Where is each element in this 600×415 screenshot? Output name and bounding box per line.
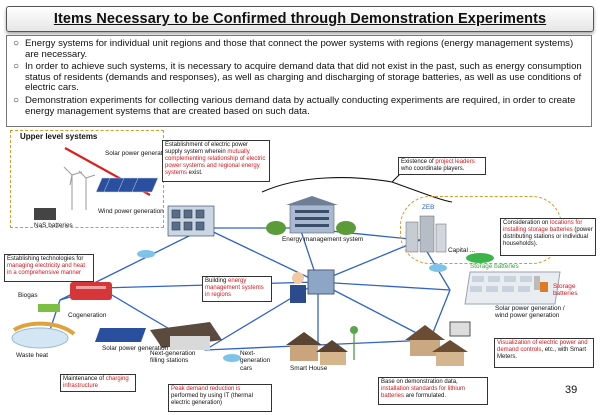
upper-level-title: Upper level systems bbox=[20, 132, 98, 141]
biogas-label: Biogas bbox=[18, 292, 38, 299]
operator-icon bbox=[290, 269, 335, 303]
page-title: Items Necessary to be Confirmed through … bbox=[53, 11, 547, 27]
storage-battery-icon bbox=[540, 282, 548, 292]
cogeneration-label: Cogeneration bbox=[68, 312, 107, 319]
waste-heat-label: Waste heat bbox=[16, 352, 49, 359]
callout-technologies: Establishing technologies for managing e… bbox=[4, 254, 94, 282]
battery-icon bbox=[34, 208, 56, 220]
intro-box: ○ Energy systems for individual unit reg… bbox=[6, 35, 592, 127]
title-bar: Items Necessary to be Confirmed through … bbox=[6, 6, 594, 32]
intro-bullet: ○ Demonstration experiments for collecti… bbox=[13, 94, 585, 117]
substation-icon bbox=[167, 205, 215, 237]
intro-bullet: ○ In order to achieve such systems, it i… bbox=[13, 61, 585, 94]
cogeneration-icon bbox=[38, 282, 112, 312]
callout-project-leaders: Existence of project leaders who coordin… bbox=[398, 157, 486, 175]
callout-building: Building energy management systems in re… bbox=[202, 276, 272, 302]
bullet-circle-icon: ○ bbox=[13, 61, 20, 73]
bullet-circle-icon: ○ bbox=[13, 94, 20, 106]
solar-panel-icon bbox=[95, 328, 146, 342]
wind-turbine-icon bbox=[63, 166, 96, 210]
smart-meter-icon bbox=[449, 321, 471, 337]
cars-label: Next-generation cars bbox=[240, 350, 271, 372]
solar-field-icon bbox=[464, 271, 561, 305]
callout-peak: Peak demand reduction is performed by us… bbox=[168, 384, 272, 412]
wind-label: Wind power generation bbox=[98, 208, 164, 215]
office-building-icon bbox=[266, 196, 356, 235]
smart-house-icon bbox=[286, 326, 358, 365]
solar-panel-icon bbox=[95, 177, 159, 193]
bullet-circle-icon: ○ bbox=[13, 38, 20, 49]
callout-maintenance: Maintenance of charging infrastructure bbox=[60, 374, 136, 392]
capital-label: Capital ... bbox=[448, 247, 475, 254]
solar-bottom-label: Solar power generation bbox=[102, 345, 169, 352]
solar-wind-label: Solar power generation / wind power gene… bbox=[495, 305, 565, 320]
page-number: 39 bbox=[565, 384, 578, 396]
intro-bullet: ○ Energy systems for individual unit reg… bbox=[13, 38, 585, 60]
bullet-text: Demonstration experiments for collecting… bbox=[25, 94, 576, 117]
bullet-text: Energy systems for individual unit regio… bbox=[25, 38, 574, 60]
ems-label: Energy management system bbox=[282, 236, 364, 243]
storage-tank-icon bbox=[466, 253, 494, 263]
callout-visualization: Visualization of electric power and dema… bbox=[494, 338, 594, 368]
waste-heat-icon bbox=[11, 327, 69, 349]
callout-locations: Consideration on locations for installin… bbox=[500, 218, 596, 256]
storage-right-label: Storage batteries bbox=[553, 283, 578, 298]
zeb-label: ZEB bbox=[422, 204, 435, 211]
house-icon bbox=[405, 325, 468, 366]
callout-establishment: Establishment of electric power supply s… bbox=[162, 140, 270, 182]
electric-car-icon bbox=[137, 250, 447, 362]
callout-base: Base on demonstration data, installation… bbox=[378, 377, 488, 405]
stations-label: Next-generation filling stations bbox=[150, 350, 196, 365]
storage-green-label: Storage batteries bbox=[470, 263, 519, 270]
filling-station-icon bbox=[150, 322, 222, 350]
bullet-text: In order to achieve such systems, it is … bbox=[25, 61, 582, 94]
smart-house-label: Smart House bbox=[290, 365, 328, 372]
solar-label: Solar power generation bbox=[105, 150, 172, 157]
nas-label: NaS batteries bbox=[34, 222, 73, 229]
